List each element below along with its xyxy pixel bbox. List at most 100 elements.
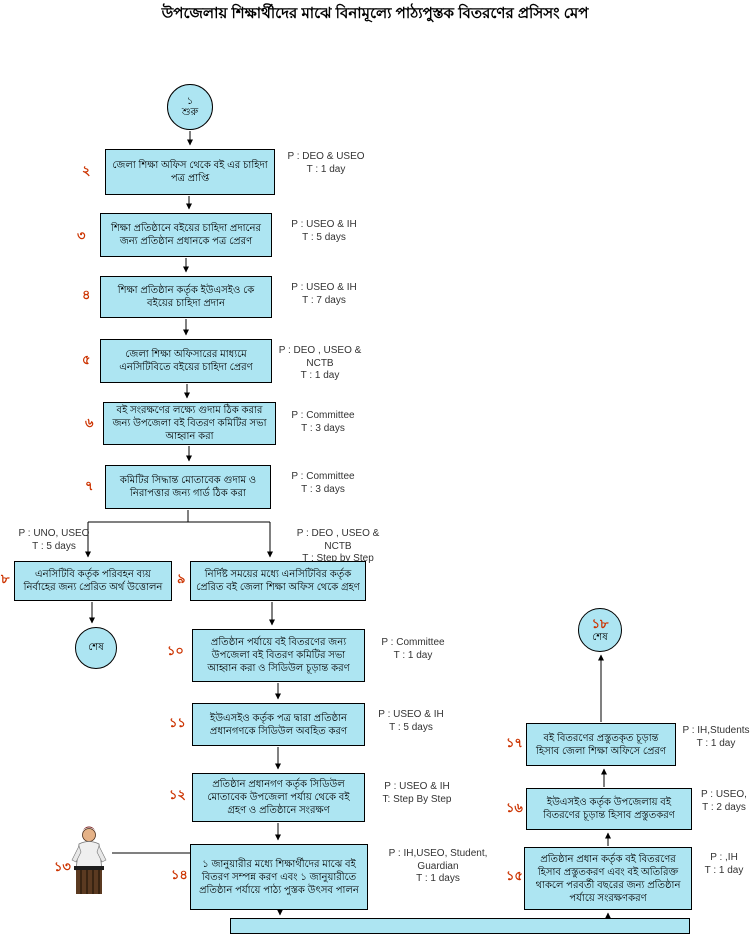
- annotation-person: P : ,IH: [710, 852, 738, 863]
- annotation-person: P : Committee: [291, 471, 355, 482]
- annotation-person: P : DEO , USEO & NCTB: [296, 528, 380, 552]
- annotation-time: T : Step by Step: [302, 553, 374, 564]
- annotation-time: T : 5 days: [32, 540, 76, 552]
- step-number-8: ৮: [1, 571, 10, 586]
- annotation-person: P : USEO & IH: [291, 219, 357, 230]
- annotation-time: T : 2 days: [702, 801, 746, 813]
- step-text: কমিটির সিদ্ধান্ত মোতাবেক গুদাম ও নিরাপত্…: [119, 475, 257, 499]
- annotation-time: T : 1 day: [300, 370, 340, 381]
- step-text: বই সংরক্ষণের লক্ষ্যে গুদাম ঠিক করার জন্য…: [112, 405, 267, 442]
- flow-step-box-16: ইউএসইও কর্তৃক উপজেলায় বই বিতরণের চূড়ান…: [526, 788, 692, 830]
- speaker-at-podium-illustration: [66, 826, 112, 901]
- flow-step-box-12: প্রতিষ্ঠান প্রধানগণ কর্তৃক সিডিউল মোতাবে…: [192, 773, 365, 822]
- flow-step-box-7: কমিটির সিদ্ধান্ত মোতাবেক গুদাম ও নিরাপত্…: [105, 465, 271, 509]
- annotation-time: T : 3 days: [301, 483, 345, 495]
- step-number-16: ১৬: [506, 800, 523, 815]
- step-number-9: ৯: [177, 571, 186, 586]
- annotation-person: P : DEO & USEO: [287, 151, 365, 162]
- flow-step-box-11: ইউএসইও কর্তৃক পত্র দ্বারা প্রতিষ্ঠান প্র…: [192, 703, 365, 746]
- step-number-13: ১৩: [54, 859, 71, 874]
- annotation-time: T : 1 day: [393, 649, 433, 661]
- flow-step-box-4: শিক্ষা প্রতিষ্ঠান কর্তৃক ইউএসইও কে বইয়ে…: [100, 276, 272, 318]
- step-text: জেলা শিক্ষা অফিসারের মাধ্যমে এনসিটিবিতে …: [119, 349, 253, 373]
- annotation-time: T : 5 days: [389, 721, 433, 733]
- start-node: ১ শুরু: [167, 84, 213, 130]
- start-node-number: ১: [186, 95, 194, 107]
- start-node-label: শুরু: [181, 107, 199, 118]
- annotation-9: P : DEO , USEO & NCTB T : Step by Step: [290, 528, 386, 566]
- flow-step-box-10: প্রতিষ্ঠান পর্যায়ে বই বিতরণের জন্য উপজে…: [192, 629, 365, 682]
- annotation-person: P : USEO & IH: [384, 781, 450, 792]
- annotation-person: P : IH,Students: [682, 725, 750, 736]
- annotation-8: P : UNO, USEO T : 5 days: [8, 528, 100, 553]
- annotation-person: P : USEO,: [701, 789, 747, 800]
- annotation-person: P : Committee: [291, 410, 355, 421]
- step-text: প্রতিষ্ঠান প্রধান কর্তৃক বই বিতরণের হিসা…: [535, 853, 681, 904]
- step-number-18: ১৮: [591, 615, 609, 631]
- annotation-person: P : USEO & IH: [291, 282, 357, 293]
- annotation-10: P : Committee T : 1 day: [370, 637, 456, 662]
- step-text: বই বিতরণের প্রস্তুতকৃত চূড়ান্ত হিসাব জে…: [536, 732, 666, 757]
- annotation-person: P : Committee: [381, 637, 445, 648]
- flow-step-box-6: বই সংরক্ষণের লক্ষ্যে গুদাম ঠিক করার জন্য…: [103, 402, 276, 445]
- flow-step-box-14: ১ জানুয়ারীর মধ্যে শিক্ষার্থীদের মাঝে বই…: [190, 844, 368, 910]
- annotation-time: T : 1 day: [696, 737, 736, 749]
- step-text: শিক্ষা প্রতিষ্ঠান কর্তৃক ইউএসইও কে বইয়ে…: [117, 285, 255, 309]
- annotation-7: P : Committee T : 3 days: [280, 471, 366, 496]
- annotation-person: P : USEO & IH: [378, 709, 444, 720]
- step-number-4: ৪: [82, 287, 91, 302]
- step-text: প্রতিষ্ঠান প্রধানগণ কর্তৃক সিডিউল মোতাবে…: [207, 779, 350, 816]
- annotation-15: P : ,IH T : 1 day: [700, 852, 748, 877]
- annotation-time: T : 1 days: [416, 873, 460, 884]
- annotation-12: P : USEO & IH T: Step By Step: [372, 781, 462, 806]
- page-title: উপজেলায় শিক্ষার্থীদের মাঝে বিনামূল্যে প…: [161, 5, 589, 22]
- step-text: জেলা শিক্ষা অফিস থেকে বই এর চাহিদা পত্র …: [112, 160, 268, 184]
- flow-step-box-3: শিক্ষা প্রতিষ্ঠানে বইয়ের চাহিদা প্রদানে…: [100, 213, 272, 257]
- step-number-3: ৩: [77, 228, 86, 243]
- annotation-person: P : IH,USEO, Student, Guardian: [388, 848, 488, 872]
- step-number-10: ১০: [167, 643, 184, 658]
- annotation-4: P : USEO & IH T : 7 days: [283, 282, 365, 307]
- step-number-12: ১২: [169, 787, 186, 802]
- step-number-11: ১১: [169, 715, 186, 730]
- annotation-5: P : DEO , USEO & NCTB T : 1 day: [272, 345, 368, 383]
- annotation-14: P : IH,USEO, Student, Guardian T : 1 day…: [378, 848, 498, 886]
- end-node-right-label: শেষ: [592, 631, 608, 643]
- annotation-person: P : DEO , USEO & NCTB: [278, 345, 362, 369]
- step-text: নির্দিষ্ট সময়ের মধ্যে এনসিটিবির কর্তৃক …: [196, 569, 360, 593]
- flow-step-box-5: জেলা শিক্ষা অফিসারের মাধ্যমে এনসিটিবিতে …: [100, 339, 272, 383]
- annotation-17: P : IH,Students T : 1 day: [682, 725, 750, 750]
- step-text: এনসিটিবি কর্তৃক পরিবহন ব্যয় নির্বাহের জ…: [23, 569, 163, 593]
- annotation-time: T : 1 day: [704, 864, 744, 876]
- annotation-time: T : 1 day: [306, 163, 346, 175]
- step-text: ১ জানুয়ারীর মধ্যে শিক্ষার্থীদের মাঝে বই…: [199, 858, 359, 896]
- step-text: শিক্ষা প্রতিষ্ঠানে বইয়ের চাহিদা প্রদানে…: [111, 223, 261, 247]
- step-number-7: ৭: [85, 478, 94, 493]
- flow-step-box-2: জেলা শিক্ষা অফিস থেকে বই এর চাহিদা পত্র …: [105, 149, 275, 195]
- end-node-left: শেষ: [75, 627, 117, 669]
- annotation-2: P : DEO & USEO T : 1 day: [280, 151, 372, 176]
- annotation-time: T : 3 days: [301, 422, 345, 434]
- flow-step-box-15: প্রতিষ্ঠান প্রধান কর্তৃক বই বিতরণের হিসা…: [524, 847, 692, 910]
- annotation-person: P : UNO, USEO: [18, 528, 90, 539]
- step-number-17: ১৭: [506, 735, 523, 750]
- annotation-16: P : USEO, T : 2 days: [698, 789, 750, 814]
- annotation-3: P : USEO & IH T : 5 days: [283, 219, 365, 244]
- annotation-time: T: Step By Step: [382, 793, 452, 805]
- annotation-time: T : 5 days: [302, 231, 346, 243]
- end-node-right: ১৮ শেষ: [578, 608, 622, 652]
- flow-step-box-17: বই বিতরণের প্রস্তুতকৃত চূড়ান্ত হিসাব জে…: [526, 723, 676, 766]
- end-node-left-label: শেষ: [88, 642, 104, 654]
- step-text: ইউএসইও কর্তৃক পত্র দ্বারা প্রতিষ্ঠান প্র…: [209, 712, 348, 737]
- flow-step-box-8: এনসিটিবি কর্তৃক পরিবহন ব্যয় নির্বাহের জ…: [14, 561, 172, 601]
- step-number-2: ২: [82, 163, 91, 178]
- annotation-6: P : Committee T : 3 days: [280, 410, 366, 435]
- annotation-time: T : 7 days: [302, 294, 346, 306]
- annotation-11: P : USEO & IH T : 5 days: [370, 709, 452, 734]
- step-text: ইউএসইও কর্তৃক উপজেলায় বই বিতরণের চূড়ান…: [543, 797, 675, 821]
- flow-step-box-bottom-clipped: [230, 918, 690, 934]
- step-number-15: ১৫: [506, 868, 523, 883]
- step-number-14: ১৪: [171, 867, 188, 882]
